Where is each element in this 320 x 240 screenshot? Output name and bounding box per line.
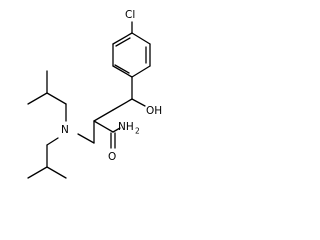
n-ch2-bond bbox=[46, 137, 59, 146]
ring-bond bbox=[112, 65, 133, 78]
isobutyl-group-lower bbox=[27, 137, 67, 179]
chlorine-label: Cl bbox=[125, 9, 135, 21]
ring-bond bbox=[131, 32, 151, 45]
ring-bond bbox=[112, 32, 133, 45]
hydroxyl-label: OH bbox=[146, 105, 162, 117]
benzene-ring bbox=[112, 32, 151, 78]
amide-c-n-bond bbox=[112, 127, 121, 133]
amide-nitrogen-label: NH bbox=[118, 121, 134, 133]
carbinol-to-ch2-bond bbox=[112, 98, 133, 111]
ch2-ch-bond bbox=[46, 92, 67, 105]
nitrogen-label: N bbox=[61, 124, 69, 136]
ch2-to-alpha-bond bbox=[93, 109, 114, 122]
ch-ch3-bond bbox=[27, 92, 48, 105]
isobutyl-group-upper bbox=[27, 70, 67, 122]
chemical-structure-diagram: Cl OH NH 2 O N bbox=[27, 9, 162, 179]
ring-double-bond bbox=[114, 64, 130, 74]
alpha-to-amide-carbon-bond bbox=[93, 120, 114, 133]
carbonyl-oxygen-label: O bbox=[108, 151, 116, 163]
amide-hydrogen-count: 2 bbox=[135, 127, 140, 136]
ch2-to-nitrogen-bond bbox=[77, 133, 95, 144]
c-oh-bond bbox=[131, 98, 146, 107]
ch-ch3-bond bbox=[27, 166, 48, 179]
ring-double-bond bbox=[115, 37, 131, 47]
ring-bond bbox=[131, 65, 151, 78]
ch-ch3-bond bbox=[46, 166, 67, 179]
